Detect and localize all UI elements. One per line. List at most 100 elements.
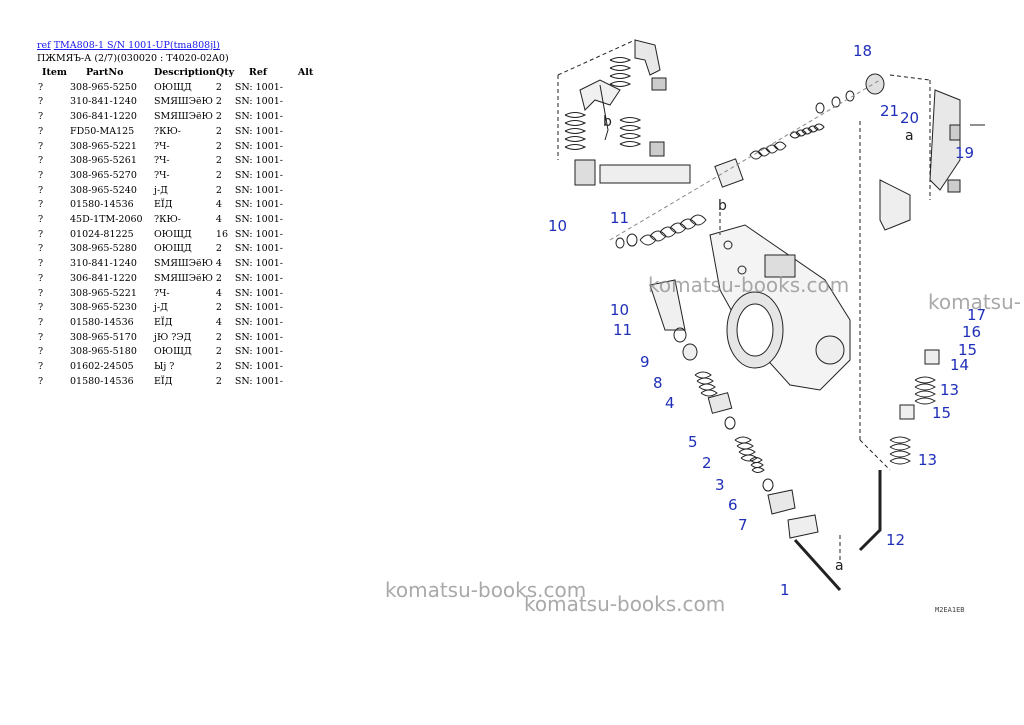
callout-16: 16 bbox=[962, 323, 981, 341]
watermark: komatsu-books.com bbox=[648, 273, 850, 297]
cell-qty: 4 bbox=[215, 287, 222, 299]
cell-ref: SN: 1001- bbox=[234, 375, 284, 387]
cell-partno: 01024-81225 bbox=[70, 228, 134, 240]
cell-partno: 308-965-5180 bbox=[70, 346, 137, 358]
cell-ref: SN: 1001- bbox=[234, 243, 284, 255]
main-housing bbox=[709, 224, 851, 391]
cell-qty: 2 bbox=[215, 96, 222, 108]
callout-2: 2 bbox=[702, 454, 712, 472]
cell-alt bbox=[298, 140, 318, 155]
cell-description: ?КЮ- bbox=[154, 214, 181, 226]
cell-partno: 45D-1TM-2060 bbox=[70, 214, 143, 226]
column-header-description: Description bbox=[154, 67, 216, 78]
cell-ref: SN: 1001- bbox=[234, 199, 284, 211]
cell-ref: SN: 1001- bbox=[234, 155, 284, 167]
callout-15: 15 bbox=[932, 404, 951, 422]
cell-partno: 01580-14536 bbox=[70, 199, 134, 211]
cell-alt bbox=[298, 81, 318, 96]
cell-partno: 01580-14536 bbox=[70, 316, 134, 328]
cell-ref: SN: 1001- bbox=[234, 258, 284, 270]
cell-alt bbox=[298, 375, 318, 390]
cell-qty: 2 bbox=[215, 243, 222, 255]
cell-alt bbox=[298, 257, 318, 272]
callout-10: 10 bbox=[610, 301, 629, 319]
cell-partno: 306-841-1220 bbox=[70, 111, 137, 123]
cell-partno: 308-965-5221 bbox=[70, 287, 137, 299]
cell-item: ? bbox=[38, 111, 44, 123]
callout-17: 17 bbox=[967, 306, 986, 324]
cell-ref: SN: 1001- bbox=[234, 214, 284, 226]
cell-alt bbox=[298, 316, 318, 331]
callout-21: 21 bbox=[880, 102, 899, 120]
cell-alt bbox=[298, 228, 318, 243]
cell-item: ? bbox=[38, 287, 44, 299]
cell-ref: SN: 1001- bbox=[234, 331, 284, 343]
lower-left-stack bbox=[649, 279, 842, 592]
cell-partno: 308-965-5261 bbox=[70, 155, 137, 167]
cell-alt bbox=[298, 301, 318, 316]
callout-6: 6 bbox=[728, 496, 738, 514]
model-link[interactable]: TMA808-1 S/N 1001-UP(tma808jl) bbox=[53, 40, 220, 51]
cell-item: ? bbox=[38, 214, 44, 226]
cell-qty: 2 bbox=[215, 346, 222, 358]
cell-qty: 4 bbox=[215, 316, 222, 328]
cell-description: ?КЮ- bbox=[154, 125, 181, 137]
cell-item: ? bbox=[38, 184, 44, 196]
callout-13: 13 bbox=[940, 381, 959, 399]
callout-15: 15 bbox=[958, 341, 977, 359]
cell-item: ? bbox=[38, 272, 44, 284]
cell-ref: SN: 1001- bbox=[234, 361, 284, 373]
column-header-item: Item bbox=[42, 67, 67, 78]
cell-partno: 01580-14536 bbox=[70, 375, 134, 387]
watermark-bottom-2: komatsu-books.com bbox=[524, 592, 726, 616]
ref-link[interactable]: ref bbox=[37, 40, 51, 51]
cell-qty: 2 bbox=[215, 81, 222, 93]
callout-3: 3 bbox=[715, 476, 725, 494]
cell-item: ? bbox=[38, 199, 44, 211]
cell-qty: 2 bbox=[215, 125, 222, 137]
cell-description: ?Ч- bbox=[154, 287, 170, 299]
cell-item: ? bbox=[38, 316, 44, 328]
cell-ref: SN: 1001- bbox=[234, 346, 284, 358]
callout-11: 11 bbox=[613, 321, 632, 339]
upper-spring-stack bbox=[609, 73, 885, 249]
cell-description: ?Ч- bbox=[154, 169, 170, 181]
cell-alt bbox=[298, 345, 318, 360]
cell-description: ОЮЩД bbox=[154, 346, 192, 358]
cell-ref: SN: 1001- bbox=[234, 96, 284, 108]
callout-9: 9 bbox=[640, 353, 650, 371]
right-spring-stack bbox=[719, 120, 940, 552]
cell-alt bbox=[298, 242, 318, 257]
cell-partno: 306-841-1220 bbox=[70, 272, 137, 284]
cell-ref: SN: 1001- bbox=[234, 184, 284, 196]
callout-5: 5 bbox=[688, 433, 698, 451]
cell-qty: 2 bbox=[215, 140, 222, 152]
cell-item: ? bbox=[38, 258, 44, 270]
callout-19: 19 bbox=[955, 144, 974, 162]
cell-description: Ыј ? bbox=[154, 361, 175, 373]
cell-partno: 308-965-5250 bbox=[70, 81, 137, 93]
cell-item: ? bbox=[38, 125, 44, 137]
reference-letter-b: b bbox=[603, 114, 612, 130]
cell-alt bbox=[298, 213, 318, 228]
cell-description: SМЯШЭёЮ bbox=[154, 258, 213, 270]
cell-ref: SN: 1001- bbox=[234, 111, 284, 123]
cell-alt bbox=[298, 95, 318, 110]
cell-qty: 2 bbox=[215, 184, 222, 196]
cell-item: ? bbox=[38, 155, 44, 167]
callout-13: 13 bbox=[918, 451, 937, 469]
callout-11: 11 bbox=[610, 209, 629, 227]
inset-bracket-assembly bbox=[879, 74, 985, 231]
reference-letter-a: a bbox=[905, 128, 914, 144]
cell-ref: SN: 1001- bbox=[234, 169, 284, 181]
cell-ref: SN: 1001- bbox=[234, 140, 284, 152]
callout-10: 10 bbox=[548, 217, 567, 235]
column-header-alt: Alt bbox=[297, 67, 314, 78]
